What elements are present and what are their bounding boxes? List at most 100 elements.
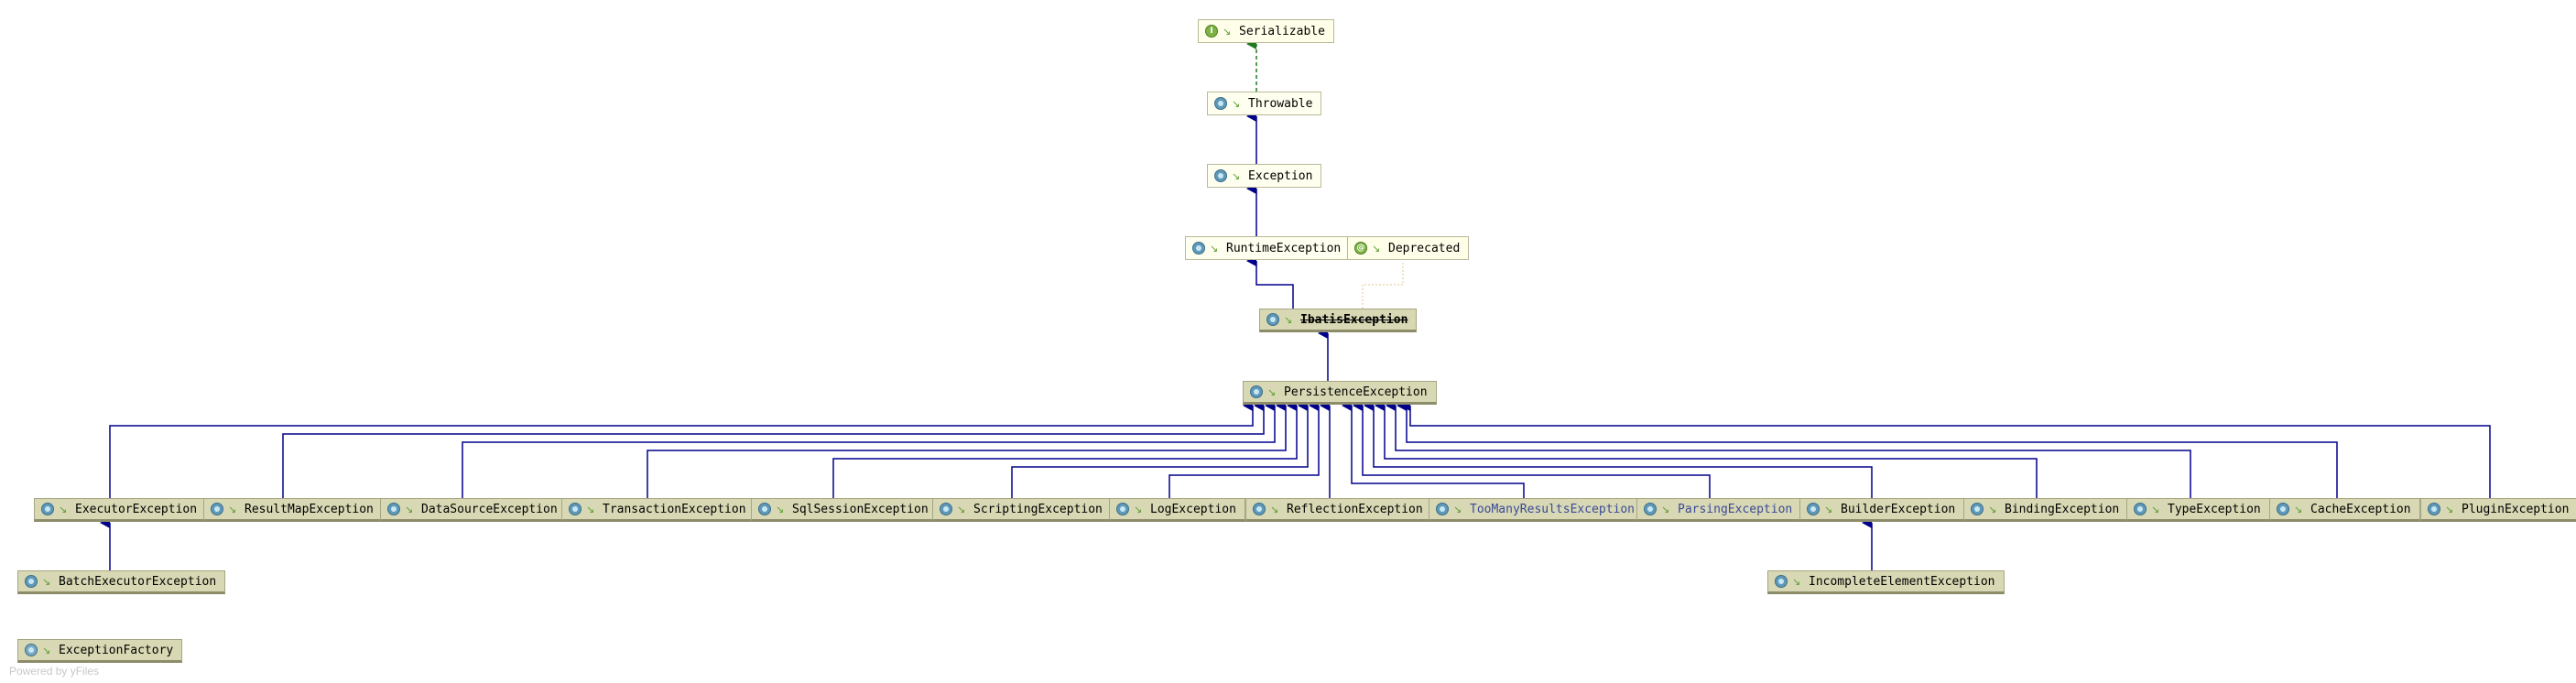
edge-sqlsession-persistence [832, 400, 1298, 498]
node-label: Deprecated [1388, 241, 1461, 255]
public-visibility-icon: ↘ [2445, 503, 2454, 515]
interface-icon: I [1205, 25, 1218, 38]
node-scripting-exception[interactable]: ↘ ScriptingException [932, 498, 1112, 522]
node-batchexecutor-exception[interactable]: ↘ BatchExecutorException [17, 570, 226, 594]
class-icon [1775, 575, 1788, 588]
node-label: ExceptionFactory [59, 643, 174, 657]
node-binding-exception[interactable]: ↘ BindingException [1963, 498, 2129, 522]
public-visibility-icon: ↘ [1988, 503, 1997, 515]
annotation-icon: @ [1354, 242, 1367, 255]
edge-transaction-persistence [647, 400, 1287, 498]
node-reflection-exception[interactable]: ↘ ReflectionException [1245, 498, 1432, 522]
node-log-exception[interactable]: ↘ LogException [1109, 498, 1245, 522]
class-icon [1971, 503, 1984, 515]
edge-ibatis-deprecated [1362, 261, 1404, 309]
node-label: DataSourceException [421, 502, 558, 516]
public-visibility-icon: ↘ [1824, 503, 1833, 515]
edge-toomany-persistence [1342, 400, 1525, 498]
node-ibatis-exception[interactable]: ↘ IbatisException [1259, 309, 1418, 332]
node-label: PluginException [2462, 502, 2570, 516]
node-label: ParsingException [1678, 502, 1793, 516]
class-icon [2277, 503, 2289, 515]
class-icon [41, 503, 54, 515]
public-visibility-icon: ↘ [42, 644, 51, 656]
node-runtime-exception[interactable]: ↘ RuntimeException [1185, 236, 1351, 260]
node-cache-exception[interactable]: ↘ CacheException [2269, 498, 2420, 522]
class-icon [211, 503, 223, 515]
node-label: SqlSessionException [792, 502, 929, 516]
node-label: ExecutorException [75, 502, 198, 516]
public-visibility-icon: ↘ [228, 503, 237, 515]
node-label: BatchExecutorException [59, 574, 217, 589]
class-icon [1250, 385, 1263, 398]
node-toomanyresults-exception[interactable]: ↘ TooManyResultsException [1429, 498, 1645, 522]
node-label: TypeException [2168, 502, 2261, 516]
class-icon [569, 503, 582, 515]
class-icon [1436, 503, 1449, 515]
node-label: IncompleteElementException [1809, 574, 1995, 589]
public-visibility-icon: ↘ [59, 503, 68, 515]
public-visibility-icon: ↘ [586, 503, 595, 515]
node-deprecated[interactable]: @ ↘ Deprecated [1347, 236, 1470, 260]
node-type-exception[interactable]: ↘ TypeException [2126, 498, 2270, 522]
node-label: BuilderException [1841, 502, 1956, 516]
class-icon [1253, 503, 1266, 515]
edge-log-persistence [1168, 400, 1320, 498]
public-visibility-icon: ↘ [1134, 503, 1143, 515]
node-label: TooManyResultsException [1470, 502, 1636, 516]
node-transaction-exception[interactable]: ↘ TransactionException [561, 498, 755, 522]
node-serializable[interactable]: I ↘ Serializable [1198, 19, 1334, 43]
node-parsing-exception[interactable]: ↘ ParsingException [1636, 498, 1802, 522]
public-visibility-icon: ↘ [1270, 503, 1279, 515]
public-visibility-icon: ↘ [1232, 169, 1241, 182]
public-visibility-icon: ↘ [1267, 385, 1277, 398]
public-visibility-icon: ↘ [42, 575, 51, 588]
node-label: Throwable [1248, 96, 1313, 111]
public-visibility-icon: ↘ [1372, 242, 1381, 255]
edge-resultmap-persistence [282, 400, 1265, 498]
node-builder-exception[interactable]: ↘ BuilderException [1799, 498, 1965, 522]
edge-scripting-persistence [1011, 400, 1309, 498]
public-visibility-icon: ↘ [1223, 25, 1232, 38]
class-icon [1214, 97, 1227, 110]
class-icon [2134, 503, 2147, 515]
class-icon [1116, 503, 1129, 515]
edge-executor-persistence [109, 400, 1254, 498]
edge-cache-persistence [1397, 400, 2338, 498]
class-icon [1266, 313, 1279, 326]
node-label: ScriptingException [973, 502, 1103, 516]
node-sqlsession-exception[interactable]: ↘ SqlSessionException [751, 498, 938, 522]
node-incompleteelement-exception[interactable]: ↘ IncompleteElementException [1767, 570, 2005, 594]
node-label: LogException [1150, 502, 1236, 516]
class-icon [1214, 169, 1227, 182]
class-icon [940, 503, 952, 515]
node-persistence-exception[interactable]: ↘ PersistenceException [1243, 381, 1437, 405]
public-visibility-icon: ↘ [1284, 313, 1293, 326]
node-exception[interactable]: ↘ Exception [1207, 164, 1322, 188]
node-label: Serializable [1239, 24, 1325, 38]
node-datasource-exception[interactable]: ↘ DataSourceException [380, 498, 567, 522]
node-label: IbatisException [1300, 312, 1408, 327]
node-label: BindingException [2005, 502, 2120, 516]
node-label: TransactionException [603, 502, 746, 516]
node-exception-factory[interactable]: ↘ ExceptionFactory [17, 639, 183, 663]
node-label: Exception [1248, 168, 1313, 183]
node-executor-exception[interactable]: ↘ ExecutorException [34, 498, 207, 522]
node-label: PersistenceException [1284, 385, 1428, 399]
node-label: ResultMapException [245, 502, 374, 516]
public-visibility-icon: ↘ [1232, 97, 1241, 110]
node-label: RuntimeException [1226, 241, 1342, 255]
public-visibility-icon: ↘ [2294, 503, 2303, 515]
node-plugin-exception[interactable]: ↘ PluginException [2420, 498, 2576, 522]
edge-builder-persistence [1364, 400, 1873, 498]
node-throwable[interactable]: ↘ Throwable [1207, 92, 1322, 115]
public-visibility-icon: ↘ [1661, 503, 1670, 515]
public-visibility-icon: ↘ [1453, 503, 1462, 515]
class-icon [1192, 242, 1205, 255]
node-resultmap-exception[interactable]: ↘ ResultMapException [203, 498, 383, 522]
edge-ibatis-runtime [1246, 255, 1294, 309]
class-icon [25, 575, 38, 588]
class-icon [387, 503, 400, 515]
edge-parsing-persistence [1353, 400, 1711, 498]
